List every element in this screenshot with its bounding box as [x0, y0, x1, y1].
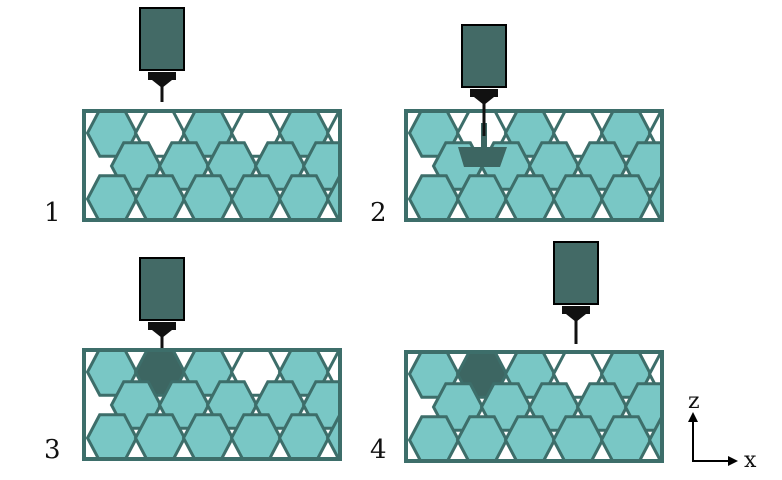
nozzle-cone: [474, 97, 494, 105]
axis-indicator: z x: [688, 389, 757, 473]
panel-2: 2: [370, 24, 664, 228]
hex-cell-r3c5: [277, 413, 331, 459]
nozzle-collar: [562, 306, 590, 314]
hex-cell-r3c1: [85, 174, 139, 220]
nozzle-collar: [148, 72, 176, 80]
hex-cell-r3c5: [599, 415, 653, 461]
hex-cell-r3c2: [455, 174, 509, 220]
nozzle-collar: [148, 322, 176, 330]
hex-cell-r3c6: [647, 415, 662, 461]
z-axis-label: z: [688, 389, 700, 414]
hex-cell-r3c6: [647, 174, 662, 220]
step-label: 2: [370, 198, 387, 228]
x-axis-label: x: [744, 448, 757, 473]
step-label: 3: [44, 435, 61, 465]
printer-nozzle-icon: [461, 24, 507, 136]
x-arrowhead: [728, 456, 738, 466]
hex-cell-r3c4: [229, 174, 283, 220]
honeycomb-grid: [84, 111, 340, 220]
panel-4: 4: [370, 241, 664, 465]
printer-nozzle-icon: [553, 241, 599, 344]
hex-cell-r3c4: [551, 174, 605, 220]
hex-cell-r3c6: [325, 413, 340, 459]
honeycomb-grid: [84, 350, 340, 459]
hex-cell-r3c1: [407, 415, 461, 461]
honeycomb-grid: [406, 352, 662, 461]
frame-border: [82, 348, 342, 461]
panel-3: 3: [44, 257, 342, 465]
hex-cell-r3c3: [503, 174, 557, 220]
hex-cell-r3c5: [277, 174, 331, 220]
honeycomb-grid: [406, 111, 662, 220]
panel-1: 1: [44, 7, 342, 228]
step-label: 4: [370, 435, 387, 465]
hex-cell-r3c2: [133, 413, 187, 459]
hex-cell-r3c2: [455, 415, 509, 461]
frame-border: [404, 350, 664, 463]
nozzle-cone: [152, 80, 172, 88]
hex-cell-r3c1: [85, 413, 139, 459]
z-arrowhead: [688, 412, 698, 422]
hex-cell-r3c2: [133, 174, 187, 220]
printer-nozzle-icon: [139, 257, 185, 348]
hex-cell-r3c5: [599, 174, 653, 220]
partial-deposit: [458, 147, 507, 167]
hex-cell-r3c4: [551, 415, 605, 461]
hex-cell-r3c1: [407, 174, 461, 220]
nozzle-body: [139, 257, 185, 321]
nozzle-body: [461, 24, 507, 88]
hex-cell-r3c3: [181, 174, 235, 220]
printer-nozzle-icon: [139, 7, 185, 102]
nozzle-body: [139, 7, 185, 71]
nozzle-cone: [566, 314, 586, 322]
hex-cell-r3c6: [325, 174, 340, 220]
step-label: 1: [44, 198, 61, 228]
nozzle-cone: [152, 330, 172, 338]
hex-cell-r3c4: [229, 413, 283, 459]
nozzle-collar: [470, 89, 498, 97]
frame-border: [82, 109, 342, 222]
nozzle-body: [553, 241, 599, 305]
frame-border: [404, 109, 664, 222]
hex-cell-r3c3: [503, 415, 557, 461]
hex-cell-r3c3: [181, 413, 235, 459]
